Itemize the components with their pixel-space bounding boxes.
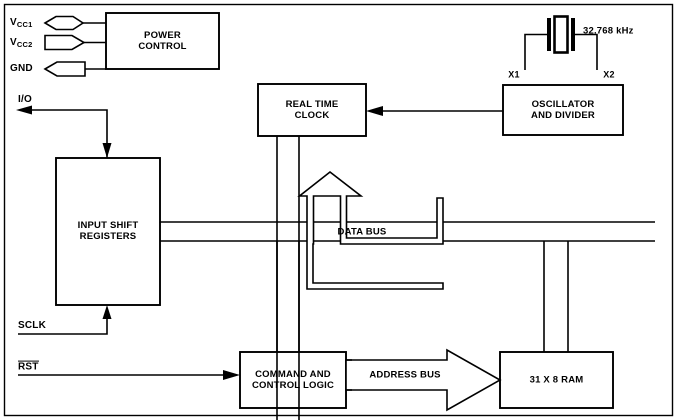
node-label-x1: X1: [508, 69, 520, 80]
pin-label-rst-text: RST: [18, 360, 39, 373]
arrowhead-oscillator-to-rtc: [366, 106, 383, 116]
bus-label-address-bus: ADDRESS BUS: [369, 369, 441, 381]
block-label-real-time-clock-line2: CLOCK: [294, 110, 330, 121]
crystal-plate-right: [571, 18, 575, 51]
block-label-real-time-clock-line1: REAL TIME: [285, 98, 339, 110]
block-label-real-time-clock: REAL TIME CLOCK: [286, 99, 339, 121]
arrowhead-into-shift-registers: [102, 143, 112, 158]
pin-shape-gnd: [43, 61, 86, 77]
block-input-shift-registers: [55, 157, 161, 306]
pin-label-gnd: GND: [10, 63, 33, 75]
block-label-power-control-line1: POWER: [144, 29, 181, 41]
pin-label-vcc1-text: V: [10, 17, 17, 29]
pin-label-vcc2-text: V: [10, 36, 17, 48]
arrowhead-sclk-into-shift-registers: [102, 305, 112, 319]
pin-shape-vcc2: [44, 34, 86, 51]
block-label-ram-line1: 31 X 8 RAM: [529, 374, 584, 386]
pin-label-vcc2-subscript: CC2: [16, 39, 33, 49]
pin-shape-vcc1: [43, 15, 85, 31]
annotation-crystal-frequency: 32.768 kHz: [583, 25, 634, 37]
block-oscillator-and-divider: [502, 84, 624, 136]
block-command-and-control-logic: [239, 351, 347, 409]
wire-crystal-to-x2: [575, 33, 598, 70]
block-label-input-shift-registers: INPUT SHIFT REGISTERS: [78, 220, 139, 242]
crystal-body: [553, 15, 569, 54]
block-label-input-shift-registers-line1: INPUT SHIFT: [77, 219, 139, 231]
block-label-input-shift-registers-line2: REGISTERS: [79, 231, 137, 242]
pin-label-sclk: SCLK: [18, 320, 47, 332]
crystal-plate-left: [547, 18, 551, 51]
node-label-x2: X2: [603, 69, 615, 80]
pin-label-vcc1-subscript: CC1: [16, 20, 33, 30]
block-label-power-control-line2: CONTROL: [138, 41, 187, 52]
block-label-oscillator-line2: AND DIVIDER: [531, 110, 595, 121]
pin-label-vcc2: VCC2: [10, 37, 32, 49]
block-label-ram: 31 X 8 RAM: [530, 374, 584, 385]
block-arrow-address-bus: [345, 348, 502, 412]
block-label-oscillator-line1: OSCILLATOR: [531, 98, 595, 110]
arrowhead-rst-into-command-logic: [223, 370, 240, 380]
arrowhead-io-out: [16, 105, 32, 115]
wire-sclk: [18, 318, 108, 335]
block-arrow-control-to-rtc: [297, 170, 444, 290]
block-power-control: [105, 12, 220, 70]
block-real-time-clock: [257, 83, 367, 137]
block-label-command-logic-line1: COMMAND AND: [255, 368, 331, 380]
block-label-command-logic-line2: CONTROL LOGIC: [251, 380, 335, 391]
diagram-outer-border: [3, 3, 674, 417]
block-label-oscillator: OSCILLATOR AND DIVIDER: [531, 99, 595, 121]
block-label-power-control: POWER CONTROL: [138, 30, 186, 52]
wire-io-bus: [30, 109, 108, 158]
block-31x8-ram: [499, 351, 614, 409]
wire-crystal-to-x1: [524, 33, 547, 70]
bus-label-data-bus: DATA BUS: [337, 226, 387, 238]
block-label-command-logic: COMMAND AND CONTROL LOGIC: [252, 369, 334, 391]
pin-label-io: I/O: [18, 94, 32, 106]
pin-label-rst: RST: [18, 360, 39, 374]
pin-label-vcc1: VCC1: [10, 17, 32, 29]
